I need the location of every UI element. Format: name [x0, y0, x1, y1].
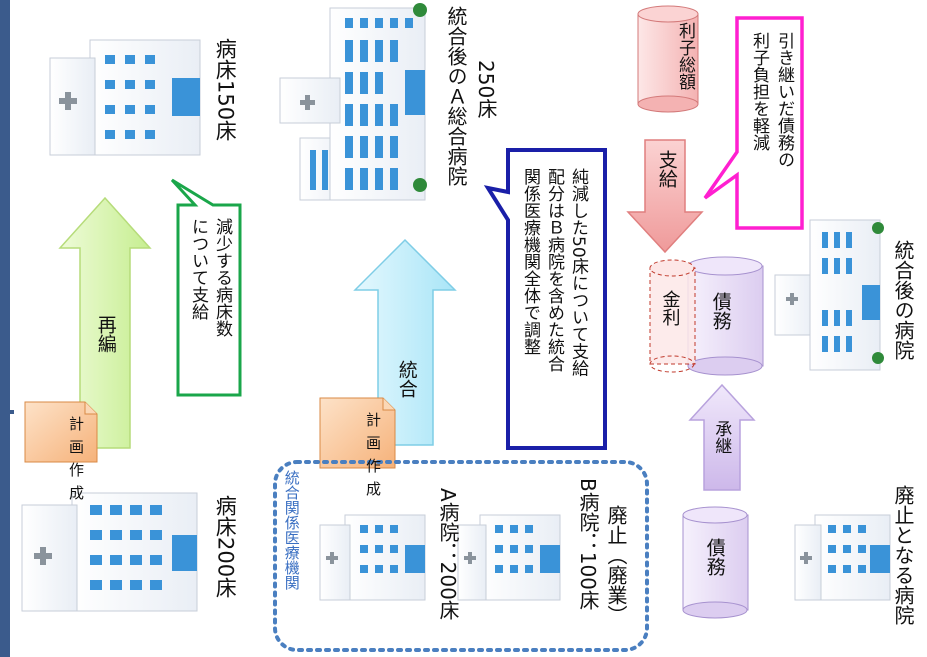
payment-arrow [626, 139, 704, 254]
magenta-callout-line-2: 利子負担を軽減 [749, 32, 769, 151]
debt-label-closed: 債務 [703, 538, 726, 576]
debt-label-merged: 債務 [709, 292, 732, 330]
restructure-arrow [58, 196, 152, 449]
consolidation-group-label: 統合関係医療機関 [282, 470, 301, 590]
blue-callout-text: 純減した50床について支給 配分はＢ病院を含めた統合 関係医療機関全体で調整 [518, 168, 590, 377]
hospital-building-icon-before [21, 492, 198, 612]
before-bed-count: 病床200床 [213, 495, 238, 599]
blue-callout-line-2: 配分はＢ病院を含めた統合 [544, 168, 564, 372]
succession-arrow [688, 383, 756, 491]
merge-arrow-label: 統合 [395, 360, 418, 398]
magenta-callout-line-1: 引き継いだ債務の [774, 32, 794, 168]
green-callout-text: 減少する病床数 について支給 [186, 218, 234, 337]
closed-hospital-label: 廃止となる病院 [891, 485, 915, 625]
hospital-b-label: B病院：100床 [576, 478, 600, 610]
green-callout-line-1: 減少する病床数 [212, 218, 232, 337]
magenta-callout-text: 引き継いだ債務の 利子負担を軽減 [746, 32, 796, 168]
hospital-a-label: A病院：200床 [436, 488, 460, 620]
green-callout-box [170, 178, 242, 397]
debt-cylinder-icon-closed [682, 506, 749, 619]
after-bed-count: 病床150床 [213, 38, 238, 142]
interest-total-label: 利子総額 [675, 22, 695, 90]
blue-callout-box [483, 148, 607, 450]
hospital-b-building-icon [457, 514, 561, 601]
plan-doc-label-2: 計画作成 [364, 412, 382, 504]
plan-doc-label-1: 計画作成 [67, 416, 85, 508]
succession-arrow-label: 承継 [711, 420, 732, 454]
interest-total-cylinder-icon [637, 5, 699, 113]
merge-arrow [353, 238, 457, 446]
left-accent-bar [0, 0, 10, 657]
closed-hospital-building-icon [794, 514, 891, 601]
interest-label: 金利 [659, 290, 681, 326]
plan-document-icon-2 [319, 397, 396, 469]
hospital-building-icon-after [49, 39, 201, 156]
merged-hospital-label: 統合後のＡ総合病院 [444, 6, 468, 186]
left-accent-notch [0, 410, 14, 414]
after-integration-building-icon [774, 219, 884, 371]
blue-callout-line-3: 関係医療機関全体で調整 [520, 168, 540, 355]
green-callout-line-2: について支給 [188, 218, 208, 320]
merged-bed-count: 250床 [474, 60, 498, 119]
after-integration-hospital-label: 統合後の病院 [891, 240, 915, 360]
consolidation-group-box [273, 460, 649, 652]
debt-cylinder-icon-merged [687, 256, 764, 376]
hospital-b-status: 廃止（廃業） [604, 505, 628, 625]
blue-callout-line-1: 純減した50床について支給 [568, 168, 588, 377]
magenta-callout-box [703, 16, 804, 230]
payment-arrow-label: 支給 [655, 150, 678, 188]
merged-hospital-building-icon [279, 3, 427, 201]
restructure-arrow-label: 再編 [94, 315, 117, 353]
hospital-a-building-icon [319, 514, 426, 601]
plan-document-icon-1 [24, 401, 98, 463]
interest-cylinder-icon [649, 259, 696, 373]
